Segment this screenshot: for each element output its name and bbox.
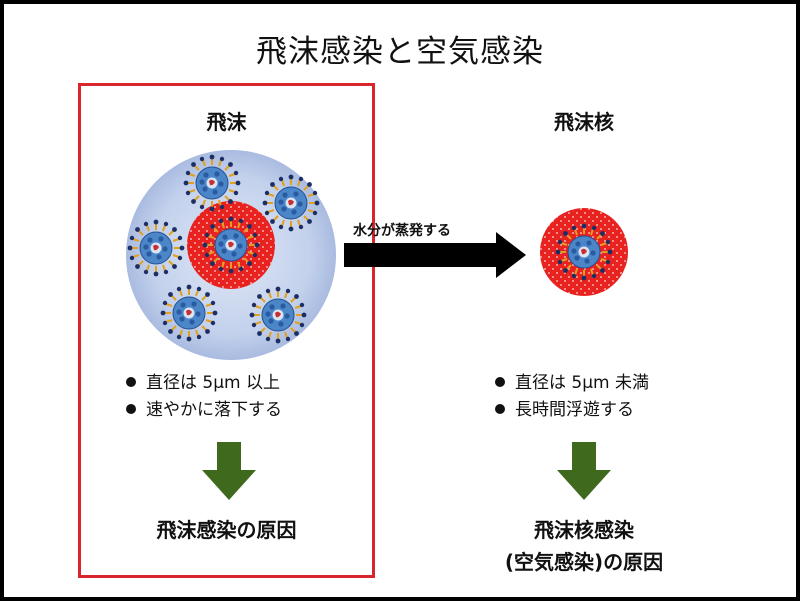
bullet-item: 長時間浮遊する xyxy=(495,397,649,424)
down-arrow-icon xyxy=(202,442,256,500)
slide-title: 飛沫感染と空気感染 xyxy=(256,34,544,70)
down-arrow-icon xyxy=(557,442,611,500)
droplet-heading: 飛沫 xyxy=(206,110,247,134)
droplet-nucleus-illustration xyxy=(540,208,628,296)
nucleus-conclusion: 飛沫核感染 (空気感染)の原因 xyxy=(474,514,694,578)
slide: 飛沫感染と空気感染 飛沫 xyxy=(4,4,796,597)
bullet-dot xyxy=(495,377,505,387)
bullet-dot xyxy=(126,404,136,414)
bullet-text: 直径は 5μm 未満 xyxy=(515,373,649,393)
droplet-illustration xyxy=(126,150,336,360)
right-arrow-icon xyxy=(344,232,526,278)
bullet-item: 直径は 5μm 以上 xyxy=(126,370,282,397)
bullet-text: 速やかに落下する xyxy=(146,400,282,420)
bullet-dot xyxy=(495,404,505,414)
droplet-conclusion: 飛沫感染の原因 xyxy=(156,518,297,542)
bullet-text: 直径は 5μm 以上 xyxy=(146,373,280,393)
droplet-highlight-frame xyxy=(78,83,375,578)
bullet-dot xyxy=(126,377,136,387)
bullet-item: 速やかに落下する xyxy=(126,397,282,424)
nucleus-conclusion-line2: (空気感染)の原因 xyxy=(504,550,664,574)
nucleus-bullet-list: 直径は 5μm 未満 長時間浮遊する xyxy=(495,370,649,424)
droplet-nucleus-heading: 飛沫核 xyxy=(554,110,614,134)
bullet-item: 直径は 5μm 未満 xyxy=(495,370,649,397)
nucleus-conclusion-line1: 飛沫核感染 xyxy=(534,518,634,542)
evaporation-label: 水分が蒸発する xyxy=(353,223,451,239)
droplet-bullet-list: 直径は 5μm 以上 速やかに落下する xyxy=(126,370,282,424)
bullet-text: 長時間浮遊する xyxy=(515,400,634,420)
